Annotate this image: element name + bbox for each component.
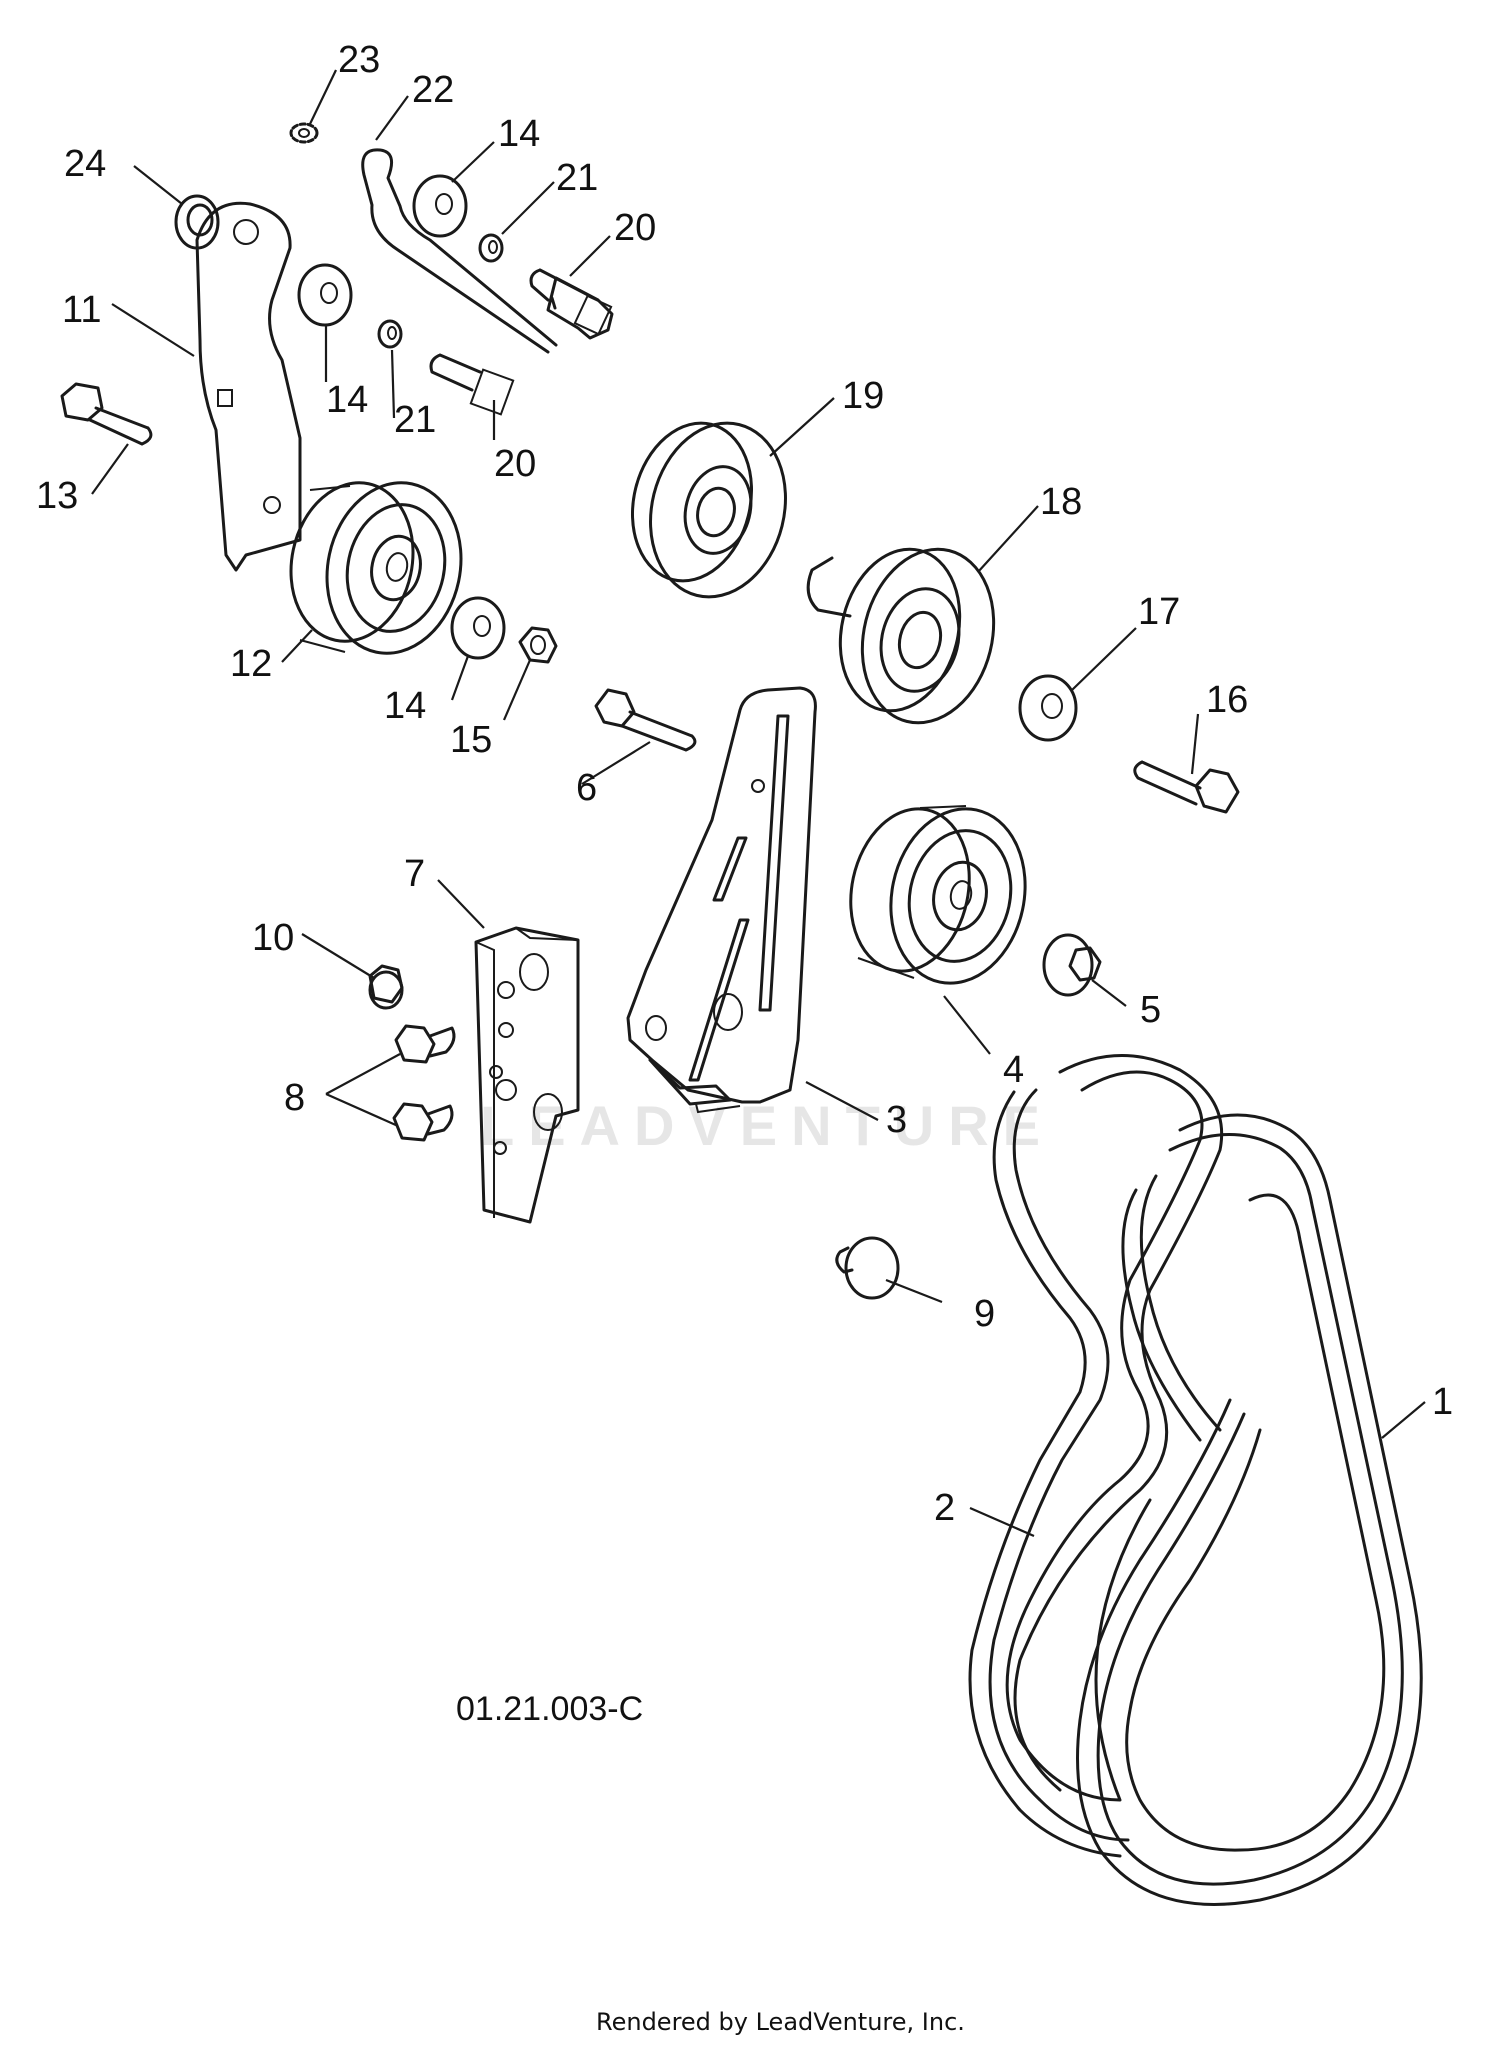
part-21-lock-washer-upper: [478, 233, 504, 263]
callout-8: 8: [284, 1077, 305, 1119]
part-21-lock-washer-lower: [377, 319, 403, 349]
callout-1: 1: [1432, 1381, 1453, 1423]
part-16-bolt: [1133, 760, 1240, 814]
callout-14-lower: 14: [384, 685, 426, 727]
part-9-shoulder-bolt: [835, 1236, 900, 1300]
part-18-v-pulley-spacer: [806, 547, 996, 725]
leader-lines: [91, 69, 1426, 1538]
part-12-idler-pulley: [289, 481, 463, 655]
part-14-washer-middle: [297, 263, 353, 327]
part-11-idler-arm: [195, 201, 302, 572]
callout-21-lower: 21: [394, 399, 436, 441]
callout-17: 17: [1138, 591, 1180, 633]
part-1-drive-belt: [1076, 1113, 1423, 1906]
part-20-bolt-lower: [429, 353, 515, 416]
part-23-tooth-washer: [289, 122, 319, 144]
callout-7: 7: [404, 853, 425, 895]
part-22-rod: [361, 148, 558, 354]
part-15-hex-nut: [518, 626, 558, 664]
part-7-mounting-plate: [474, 926, 580, 1224]
part-20-bolt-upper: [529, 268, 614, 340]
callout-5: 5: [1140, 989, 1161, 1031]
callout-16: 16: [1206, 679, 1248, 721]
render-credit: Rendered by LeadVenture, Inc.: [596, 2008, 965, 2036]
callout-14-upper: 14: [498, 113, 540, 155]
part-2-drive-belt: [968, 1054, 1224, 1858]
part-3-slotted-bracket: [626, 686, 817, 1114]
callout-19: 19: [842, 375, 884, 417]
callout-23: 23: [338, 39, 380, 81]
callout-24: 24: [64, 143, 106, 185]
part-6-carriage-bolt: [594, 688, 697, 752]
callout-21-upper: 21: [556, 157, 598, 199]
callout-12: 12: [230, 643, 272, 685]
callout-10: 10: [252, 917, 294, 959]
callout-13: 13: [36, 475, 78, 517]
callout-9: 9: [974, 1293, 995, 1335]
part-13-shoulder-bolt: [60, 382, 153, 446]
watermark-text: LEADVENTURE: [480, 1094, 1054, 1157]
part-14-washer-upper: [412, 174, 468, 238]
part-10-nut: [368, 964, 404, 1010]
callout-20-upper: 20: [614, 207, 656, 249]
callout-3: 3: [886, 1099, 907, 1141]
part-8-screw-upper: [394, 1024, 456, 1064]
callout-18: 18: [1040, 481, 1082, 523]
part-19-v-pulley: [630, 421, 787, 599]
callout-2: 2: [934, 1487, 955, 1529]
part-8-screw-lower: [392, 1102, 454, 1142]
callout-20-lower: 20: [494, 443, 536, 485]
part-4-flat-idler-pulley: [849, 805, 1027, 985]
part-5-flange-nut: [1042, 933, 1102, 997]
part-17-spacer: [1018, 674, 1078, 742]
part-14-washer-lower: [450, 596, 506, 660]
callout-4: 4: [1003, 1049, 1024, 1091]
callout-14-middle: 14: [326, 379, 368, 421]
callout-22: 22: [412, 69, 454, 111]
callout-6: 6: [576, 767, 597, 809]
drawing-number: 01.21.003-C: [456, 1690, 643, 1728]
callout-11: 11: [62, 289, 101, 331]
callout-15: 15: [450, 719, 492, 761]
